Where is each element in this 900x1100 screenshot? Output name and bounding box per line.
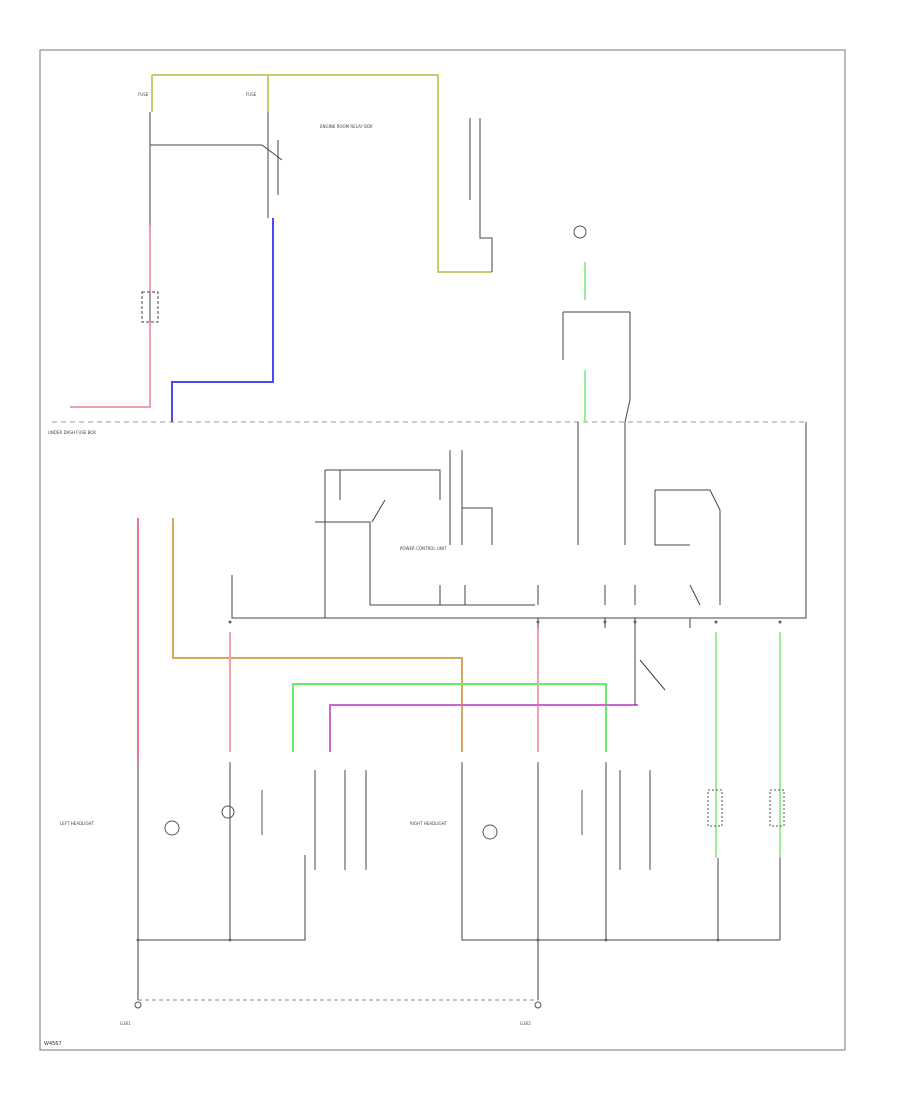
control-unit-label: POWER CONTROL UNIT — [400, 546, 447, 551]
fuse-box-label: UNDER DASH FUSE BOX — [48, 430, 96, 435]
diagram-code: W4567 — [44, 1041, 62, 1047]
magenta-wire — [329, 704, 638, 752]
red-wire-upper — [70, 225, 151, 408]
connector-dots — [136, 620, 782, 942]
relay-box-label: ENGINE ROOM RELAY BOX — [320, 124, 373, 129]
ground-right-label: G302 — [520, 1021, 531, 1026]
left-lamp-label: LEFT HEADLIGHT — [60, 821, 95, 826]
ground-left-label: G301 — [120, 1021, 131, 1026]
yellow-wire — [151, 74, 492, 273]
orange-wire — [172, 518, 463, 752]
fuse-label-a: FUSE — [138, 92, 149, 97]
diagram-frame — [39, 49, 846, 1051]
blue-wire — [171, 218, 274, 422]
green-wire — [292, 683, 607, 752]
left-headlight — [164, 805, 498, 840]
fuse-label-b: FUSE — [246, 92, 257, 97]
relays — [134, 225, 785, 1009]
right-lamp-label: RIGHT HEADLIGHT — [410, 821, 448, 826]
black-wiring — [137, 112, 807, 1001]
